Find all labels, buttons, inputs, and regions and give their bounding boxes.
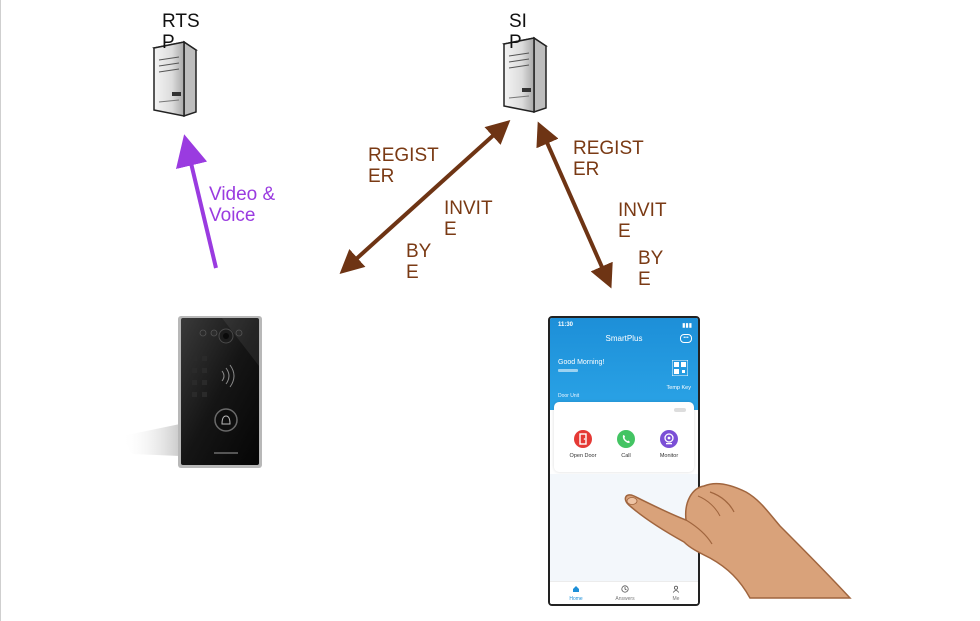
video-voice-label: Video & Voice (209, 184, 276, 227)
more-icon[interactable]: ••• (680, 334, 692, 343)
monitor-button[interactable]: Monitor (644, 430, 694, 459)
greeting-underline (558, 369, 578, 372)
action-card: Open Door Call Monitor (554, 402, 694, 472)
monitor-label: Monitor (659, 453, 679, 459)
frame-border (0, 0, 1, 621)
temp-key-label[interactable]: Temp Key (666, 385, 691, 391)
sip-door-arrow (339, 119, 511, 275)
phone-invite-label: INVIT E (618, 200, 667, 243)
nav-answers-label: Answers (615, 596, 635, 602)
status-bar-icons: ▮▮▮ (682, 323, 692, 329)
rtsp-server-icon (152, 40, 198, 118)
nav-answers[interactable]: Answers (605, 585, 645, 602)
phone-bye-label: BY E (638, 248, 664, 291)
greeting-text: Good Morning! (558, 359, 605, 366)
sip-server-icon (502, 36, 548, 114)
call-label: Call (621, 453, 631, 459)
home-icon (573, 586, 579, 592)
sip-server-label: SI P (509, 11, 527, 54)
nav-home-label: Home (569, 596, 583, 602)
app-header: 11:30 ▮▮▮ SmartPlus ••• Good Morning! Te… (550, 318, 698, 410)
app-title: SmartPlus (605, 334, 643, 343)
sip-phone-arrow (536, 121, 613, 289)
door-invite-label: INVIT E (444, 198, 493, 241)
nav-me-label: Me (672, 596, 680, 602)
door-intercom-icon (122, 316, 262, 468)
door-unit-label: Door Unit (558, 393, 580, 399)
hand-pointer-icon (624, 482, 852, 599)
bottom-nav: Home Answers Me (550, 581, 698, 604)
video-voice-arrow (175, 134, 218, 269)
clock-icon (621, 585, 629, 593)
rtsp-server-label: RTS P (162, 11, 200, 54)
nav-me[interactable]: Me (656, 585, 696, 602)
camera-icon (660, 430, 678, 448)
open-door-button[interactable]: Open Door (558, 430, 608, 459)
card-handle (674, 408, 686, 412)
call-button[interactable]: Call (601, 430, 651, 459)
status-time: 11:30 (558, 322, 574, 328)
door-bye-label: BY E (406, 241, 432, 284)
qr-code-icon[interactable] (672, 360, 688, 376)
door-register-label: REGIST ER (368, 145, 439, 188)
phone-icon (617, 430, 635, 448)
user-icon (672, 585, 680, 593)
door-icon (574, 430, 592, 448)
phone-register-label: REGIST ER (573, 138, 644, 181)
open-door-label: Open Door (569, 453, 597, 459)
nav-home[interactable]: Home (556, 585, 596, 602)
